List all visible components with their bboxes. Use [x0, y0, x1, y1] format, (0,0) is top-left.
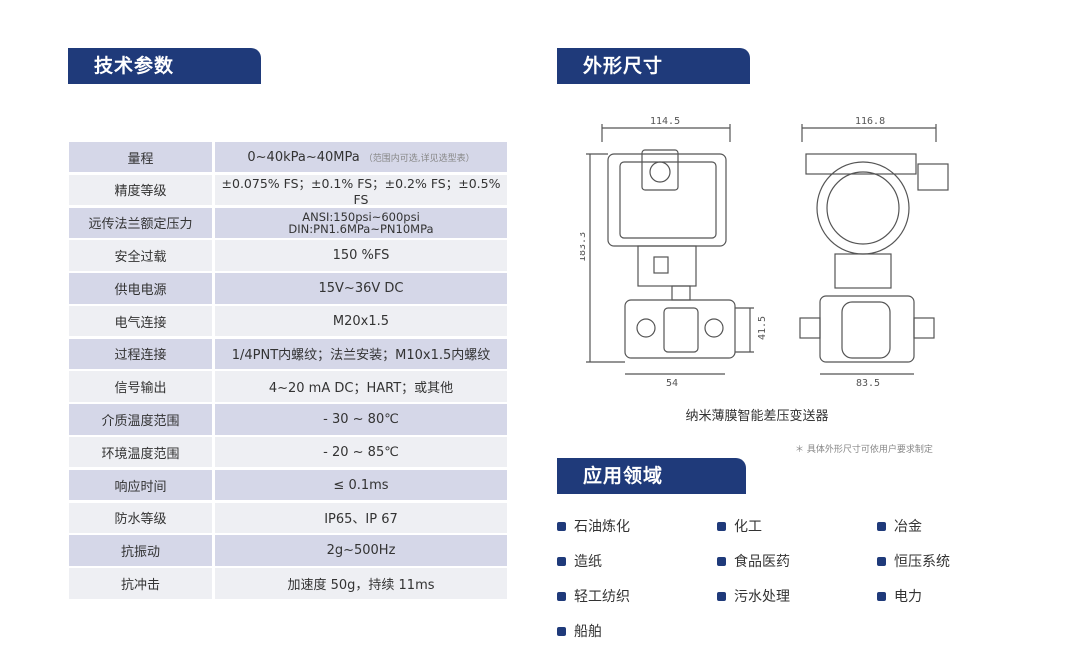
- spec-label: 远传法兰额定压力: [69, 207, 212, 238]
- square-bullet-icon: [877, 591, 886, 601]
- application-item: 造纸: [557, 551, 602, 571]
- spec-value: ±0.075% FS；±0.1% FS；±0.2% FS；±0.5% FS: [215, 174, 507, 207]
- spec-value: ≤ 0.1ms: [215, 469, 507, 501]
- spec-row: 精度等级 ±0.075% FS；±0.1% FS；±0.2% FS；±0.5% …: [69, 174, 507, 207]
- square-bullet-icon: [717, 556, 726, 566]
- spec-label: 过程连接: [69, 338, 212, 370]
- spec-label: 介质温度范围: [69, 404, 212, 435]
- dimension-footnote: ＊ 具体外形尺寸可依用户要求制定: [795, 445, 933, 455]
- spec-value: 2g~500Hz: [215, 535, 507, 566]
- dim-side-bottom: 83.5: [856, 378, 880, 389]
- spec-value: 150 %FS: [215, 240, 507, 271]
- spec-row: 抗振动 2g~500Hz: [69, 535, 507, 566]
- dim-front-width: 114.5: [650, 116, 680, 127]
- spec-table: 量程 0~40kPa~40MPa（范围内可选,详见选型表） 精度等级 ±0.07…: [69, 142, 507, 601]
- square-bullet-icon: [557, 556, 566, 566]
- dim-flange-height: 41.5: [757, 316, 768, 340]
- application-item: 石油炼化: [557, 516, 630, 536]
- square-bullet-icon: [717, 591, 726, 601]
- dim-height: 183.3: [580, 232, 588, 262]
- spec-row: 介质温度范围 - 30 ~ 80℃: [69, 404, 507, 435]
- spec-value: 加速度 50g，持续 11ms: [215, 568, 507, 599]
- drawing-caption: 纳米薄膜智能差压变送器: [685, 409, 829, 424]
- section-header-tech: 技术参数: [68, 48, 261, 84]
- spec-label: 抗冲击: [69, 568, 212, 599]
- square-bullet-icon: [877, 521, 886, 531]
- application-item: 冶金: [877, 516, 922, 536]
- application-item: 恒压系统: [877, 551, 950, 571]
- spec-value: 1/4PNT内螺纹；法兰安装；M10x1.5内螺纹: [215, 338, 507, 370]
- square-bullet-icon: [877, 556, 886, 566]
- application-item: 电力: [877, 586, 922, 606]
- dim-side-width: 116.8: [855, 116, 885, 127]
- spec-value: 0~40kPa~40MPa（范围内可选,详见选型表）: [215, 142, 507, 173]
- spec-row: 供电电源 15V~36V DC: [69, 273, 507, 304]
- spec-note: （范围内可选,详见选型表）: [363, 153, 475, 164]
- spec-label: 环境温度范围: [69, 437, 212, 468]
- spec-value: 4~20 mA DC；HART；或其他: [215, 371, 507, 402]
- spec-label: 信号输出: [69, 371, 212, 402]
- spec-value: - 20 ~ 85℃: [215, 437, 507, 468]
- application-item: 船舶: [557, 621, 602, 641]
- square-bullet-icon: [557, 591, 566, 601]
- spec-row: 响应时间 ≤ 0.1ms: [69, 469, 507, 501]
- spec-value: IP65、IP 67: [215, 502, 507, 533]
- spec-label: 精度等级: [69, 174, 212, 206]
- spec-row: 信号输出 4~20 mA DC；HART；或其他: [69, 371, 507, 402]
- section-header-applications: 应用领域: [557, 458, 746, 494]
- spec-value: M20x1.5: [215, 305, 507, 337]
- spec-row: 量程 0~40kPa~40MPa（范围内可选,详见选型表）: [69, 142, 507, 173]
- spec-value: - 30 ~ 80℃: [215, 404, 507, 435]
- spec-label: 安全过载: [69, 240, 212, 271]
- spec-label: 量程: [69, 142, 212, 173]
- spec-label: 供电电源: [69, 273, 212, 304]
- spec-row: 抗冲击 加速度 50g，持续 11ms: [69, 568, 507, 599]
- square-bullet-icon: [557, 626, 566, 636]
- application-item: 轻工纺织: [557, 586, 630, 606]
- dim-front-bottom: 54: [666, 378, 678, 389]
- square-bullet-icon: [557, 521, 566, 531]
- square-bullet-icon: [717, 521, 726, 531]
- spec-row: 安全过载 150 %FS: [69, 240, 507, 271]
- spec-label: 响应时间: [69, 469, 212, 501]
- spec-value: 15V~36V DC: [215, 273, 507, 304]
- spec-row: 防水等级 IP65、IP 67: [69, 502, 507, 533]
- section-header-dimensions: 外形尺寸: [557, 48, 750, 84]
- application-item: 污水处理: [717, 586, 790, 606]
- transmitter-drawing: 114.5 116.8 183.3 41.5 54 83.5: [580, 116, 949, 389]
- spec-label: 电气连接: [69, 305, 212, 337]
- spec-row: 电气连接 M20x1.5: [69, 305, 507, 337]
- spec-label: 抗振动: [69, 535, 212, 566]
- spec-row: 过程连接 1/4PNT内螺纹；法兰安装；M10x1.5内螺纹: [69, 338, 507, 370]
- application-item: 食品医药: [717, 551, 790, 571]
- application-item: 化工: [717, 516, 762, 536]
- spec-label: 防水等级: [69, 502, 212, 533]
- spec-row: 环境温度范围 - 20 ~ 85℃: [69, 437, 507, 468]
